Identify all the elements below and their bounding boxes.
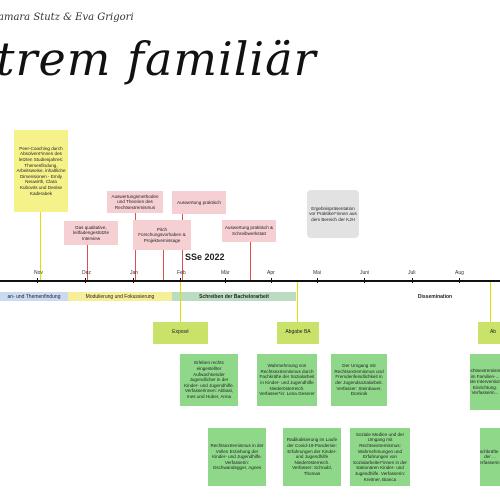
phase-themenfindung: an- und Themenfindung xyxy=(0,292,68,301)
month-juli: Juli xyxy=(408,270,416,276)
phase-dissemination: Dissemination xyxy=(417,293,453,300)
topic-note: Fachkräfte in der ... Verfasserin... xyxy=(480,428,500,486)
connector-pitch xyxy=(163,250,164,280)
topic-note: Soziale Medien und der Umgang mit Rechts… xyxy=(350,428,410,486)
milestone-expose: Exposé xyxy=(153,322,208,344)
month-tick xyxy=(225,278,226,283)
milestone-ab: Ab xyxy=(478,322,500,344)
sticky-pitch: Pitch Forschungsvorhaben & Projektvernis… xyxy=(133,220,191,250)
topic-note: Erleben rechts eingestellter Aufwachsend… xyxy=(180,354,238,406)
phase-fokussierung: Modulierung und Fokussierung xyxy=(68,292,172,301)
authors-line: amara Stutz & Eva Grigori xyxy=(0,12,134,23)
connector-ab xyxy=(490,282,491,322)
sticky-auswertung-praktisch: Auswertung praktisch xyxy=(172,191,226,214)
month-tick xyxy=(317,278,318,283)
month-feb: Feb xyxy=(177,270,186,276)
topic-note: Wahrnehmung von Rechtsextremismus durch … xyxy=(257,354,317,406)
month-juni: Juni xyxy=(360,270,370,276)
semester-label: SSe 2022 xyxy=(185,252,225,262)
milestone-abgabe-ba: Abgabe BA xyxy=(277,322,319,344)
month-tick xyxy=(459,278,460,283)
month-tick xyxy=(271,278,272,283)
connector-peer xyxy=(40,212,41,280)
month-dez: Dez xyxy=(82,270,91,276)
board-title: trem familiär xyxy=(0,32,317,86)
month-maer: Mär xyxy=(221,270,230,276)
month-tick xyxy=(133,278,134,283)
sticky-qualitative-interview: Das qualitative, leitfadengestützte Inte… xyxy=(64,221,118,245)
sticky-ergebnispraesentation: Ergebnispräsentation vor Praktiker*innen… xyxy=(307,190,359,238)
topic-note: Rechtsextremismus im Familien-... Erste … xyxy=(470,354,500,410)
topic-note: Rechtsextremismus in der Vollen Erziehun… xyxy=(208,428,266,486)
phase-bachelorarbeit: Schreiben der Bachelorarbeit xyxy=(172,292,296,301)
month-tick xyxy=(180,278,181,283)
topic-note: Der Umgang mit Rechtsextremismus und Fre… xyxy=(331,354,387,406)
month-tick xyxy=(364,278,365,283)
sticky-peer-coaching: Peer-Coaching durch Absolvent*innen des … xyxy=(14,130,68,212)
month-aug: Aug xyxy=(455,270,464,276)
month-tick xyxy=(37,278,38,283)
connector-qualitativ xyxy=(87,245,88,280)
connector-expose xyxy=(180,282,181,322)
month-tick xyxy=(412,278,413,283)
sticky-schreibwerkstatt: Auswertung praktisch & Schreibwerkstatt xyxy=(222,220,276,242)
connector-abgabe xyxy=(297,282,298,322)
sticky-auswertungsmethoden: Auswertungsmethoden und Theorien des Rec… xyxy=(107,191,163,213)
month-jan: Jan xyxy=(130,270,139,276)
month-mai: Mai xyxy=(313,270,322,276)
topic-note: Radikalisierung im Laufe der Covid-19-Pa… xyxy=(283,428,341,486)
timeline-axis xyxy=(0,280,500,282)
connector-schreib xyxy=(250,242,251,280)
month-nov: Nov xyxy=(34,270,43,276)
month-tick xyxy=(85,278,86,283)
month-apr: Apr xyxy=(267,270,275,276)
